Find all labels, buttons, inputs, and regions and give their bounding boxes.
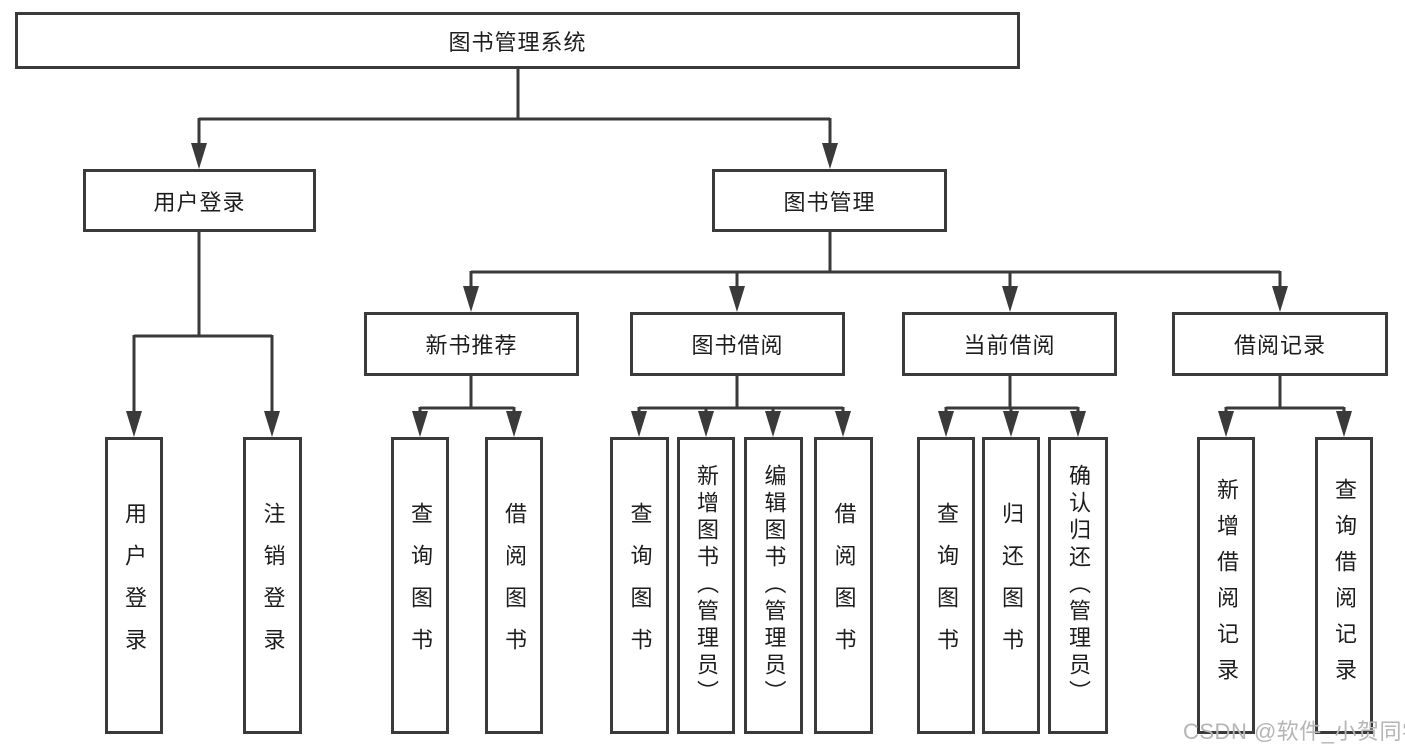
leaf-add-borrow-record: 新增借阅记录 [1197, 437, 1255, 734]
leaf-logout: 注销登录 [243, 437, 302, 734]
leaf-confirm-return-admin: 确认归还（管理员） [1048, 437, 1108, 734]
leaf-add-books-admin-label: 新增图书（管理员） [694, 464, 719, 707]
node-current-borrow-label: 当前借阅 [963, 333, 1056, 358]
leaf-logout-label: 注销登录 [260, 501, 286, 670]
leaf-user-login: 用户登录 [105, 437, 163, 734]
node-new-book-recommend: 新书推荐 [364, 312, 579, 376]
leaf-user-login-label: 用户登录 [122, 501, 147, 670]
node-borrow-records-label: 借阅记录 [1233, 333, 1326, 358]
node-book-management-label: 图书管理 [783, 189, 876, 215]
node-book-management: 图书管理 [712, 169, 947, 232]
node-borrow-records: 借阅记录 [1172, 312, 1388, 376]
leaf-query-books-recommend: 查询图书 [391, 437, 449, 734]
leaf-query-books-borrow: 查询图书 [610, 437, 669, 734]
leaf-query-books-current-label: 查询图书 [934, 501, 959, 670]
leaf-query-borrow-record: 查询借阅记录 [1315, 437, 1373, 734]
leaf-add-borrow-record-label: 新增借阅记录 [1214, 477, 1239, 694]
leaf-query-books-borrow-label: 查询图书 [627, 501, 653, 670]
leaf-confirm-return-admin-label: 确认归还（管理员） [1066, 464, 1091, 707]
arrowheads [126, 143, 1352, 437]
node-root-label: 图书管理系统 [448, 29, 587, 55]
leaf-query-books-recommend-label: 查询图书 [408, 501, 433, 670]
leaf-return-books-label: 归还图书 [999, 501, 1024, 670]
node-book-borrow: 图书借阅 [630, 312, 845, 376]
leaf-borrow-books-recommend-label: 借阅图书 [502, 501, 527, 670]
node-user-login-label: 用户登录 [153, 189, 246, 215]
leaf-borrow-books-recommend: 借阅图书 [485, 437, 543, 734]
leaf-return-books: 归还图书 [982, 437, 1040, 734]
leaf-query-books-current: 查询图书 [917, 437, 975, 734]
node-new-book-recommend-label: 新书推荐 [425, 333, 518, 358]
node-user-login: 用户登录 [83, 169, 316, 232]
node-root-system: 图书管理系统 [15, 12, 1020, 69]
leaf-edit-books-admin: 编辑图书（管理员） [744, 437, 803, 734]
leaf-borrow-books: 借阅图书 [814, 437, 873, 734]
leaf-edit-books-admin-label: 编辑图书（管理员） [761, 464, 787, 707]
node-book-borrow-label: 图书借阅 [691, 333, 784, 358]
csdn-watermark: CSDN @软件_小贺同学 [1183, 719, 1405, 744]
leaf-query-borrow-record-label: 查询借阅记录 [1332, 477, 1357, 694]
leaf-add-books-admin: 新增图书（管理员） [677, 437, 735, 734]
node-current-borrow: 当前借阅 [902, 312, 1117, 376]
leaf-borrow-books-label: 借阅图书 [831, 501, 857, 670]
